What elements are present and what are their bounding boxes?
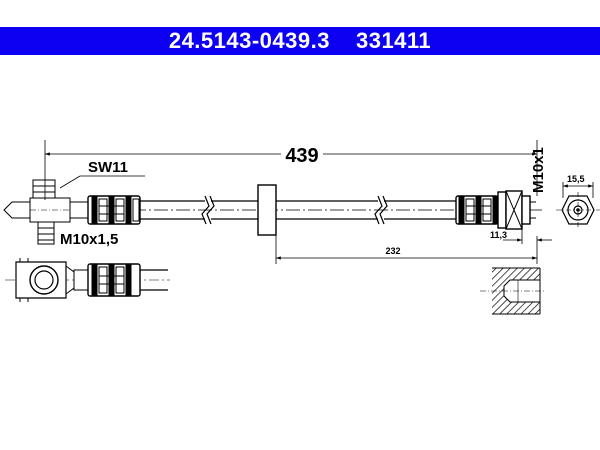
title-bar: 24.5143-0439.3 331411 [0,27,600,55]
left-fitting [3,179,89,245]
reference-number: 331411 [355,28,432,53]
right-crimp-ferrule [455,195,499,225]
left-thread-label: M10x1,5 [60,231,118,248]
total-length-label: 439 [285,145,318,167]
right-fitting [497,190,536,230]
side-view [5,258,170,302]
mounting-clip [257,184,277,236]
wrench-size-leader [59,175,145,189]
part-number: 24.5143-0439.3 [168,28,330,53]
right-thread-label: M10x1 [530,147,547,193]
fitting-offset-label: 11,3 [490,230,507,240]
end-diameter-label: 15,5 [567,174,585,184]
hose-assembly-view [3,179,545,245]
left-crimp-ferrule [87,195,141,225]
dimension-fitting-offset [503,229,552,244]
partial-length-label: 232 [385,246,400,256]
section-view [480,267,545,315]
wrench-size-label: SW11 [88,159,128,176]
end-view [556,182,600,228]
hose [140,195,456,225]
